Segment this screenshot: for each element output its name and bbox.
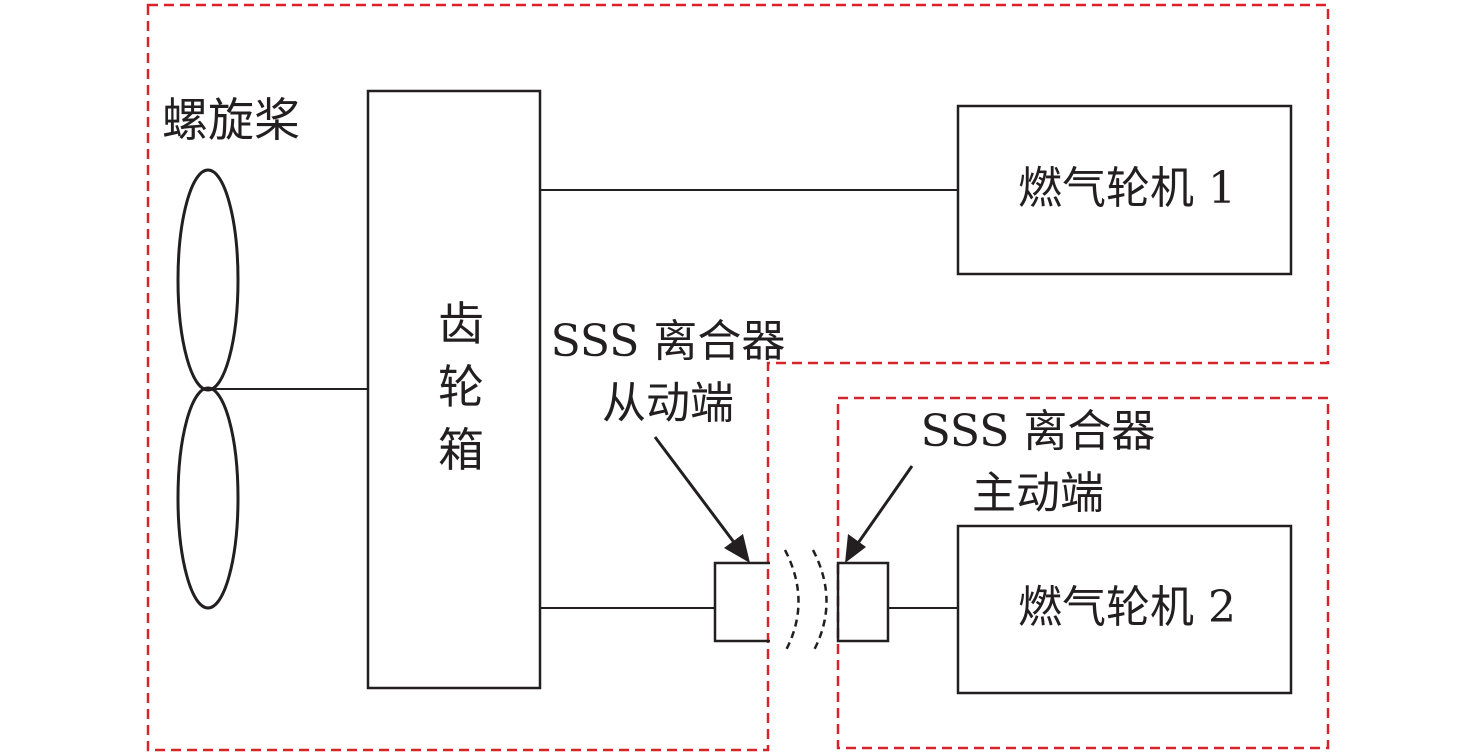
gearbox-box bbox=[366, 89, 542, 690]
clutch-driving-label-line-2: 主动端 bbox=[972, 468, 1104, 519]
arrow-clutch-driving bbox=[845, 465, 914, 563]
gearbox-label-char-3: 箱 bbox=[438, 423, 484, 477]
boundary-main-system bbox=[146, 3, 1330, 752]
arrow-clutch-driven bbox=[653, 436, 750, 563]
clutch-driving-label-line-1: SSS 离合器 bbox=[921, 406, 1156, 457]
gearbox-label-char-1: 齿 bbox=[438, 297, 484, 351]
turbine-2-label: 燃气轮机 2 bbox=[1018, 582, 1236, 633]
clutch-driven-label-line-1: SSS 离合器 bbox=[551, 316, 786, 367]
clutch-gap-arc-left bbox=[783, 549, 800, 653]
turbine-2-box bbox=[956, 524, 1293, 695]
gearbox-label-char-2: 轮 bbox=[438, 360, 484, 414]
turbine-1-label: 燃气轮机 1 bbox=[1018, 163, 1236, 214]
clutch-driven-half bbox=[713, 561, 770, 643]
clutch-driving-half bbox=[836, 561, 890, 643]
clutch-gap-arc-right bbox=[811, 549, 828, 653]
propeller-label: 螺旋桨 bbox=[162, 93, 300, 147]
clutch-driven-label-line-2: 从动端 bbox=[602, 378, 734, 429]
